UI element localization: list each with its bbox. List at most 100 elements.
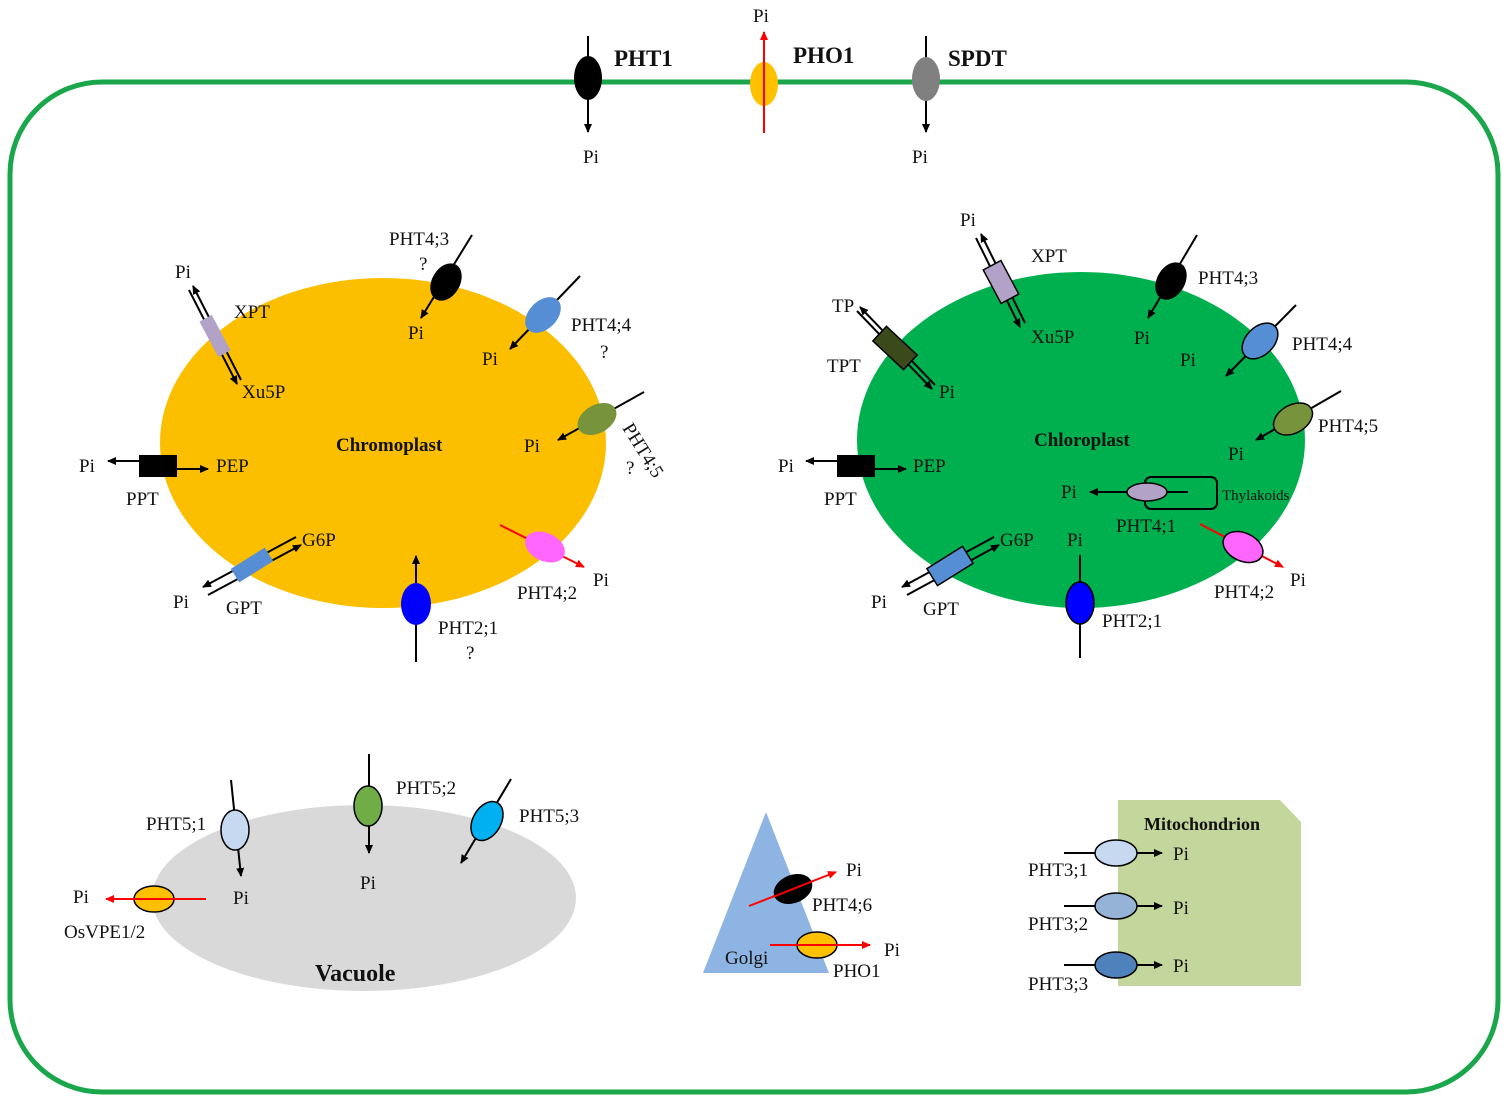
pht4-5-label: PHT4;5: [1318, 416, 1378, 437]
golgi-label: Golgi: [725, 948, 768, 969]
pi-label: Pi: [960, 210, 976, 231]
mitochondrion: Mitochondrion Pi PHT3;1 Pi PHT3;2 Pi PHT…: [1028, 800, 1301, 995]
chromoplast: Chromoplast PHT4;3 ? Pi PHT4;4 ? Pi PHT4…: [79, 229, 667, 664]
pi-label: Pi: [593, 570, 609, 591]
chromo-xpt: Pi XPT Xu5P: [175, 262, 285, 403]
pht4-6-label: PHT4;6: [812, 895, 872, 916]
mito-pht3-2: Pi PHT3;2: [1028, 892, 1189, 935]
pi-label: Pi: [846, 860, 862, 881]
pi-label: Pi: [524, 436, 540, 457]
question-mark: ?: [466, 643, 474, 664]
chromoplast-label: Chromoplast: [336, 435, 443, 456]
pi-label: Pi: [1067, 530, 1083, 551]
pi-label: Pi: [1173, 898, 1189, 919]
pi-label: Pi: [1228, 444, 1244, 465]
pi-label: Pi: [79, 456, 95, 477]
pht4-1-label: PHT4;1: [1116, 516, 1176, 537]
chloro-thylakoid-pht4-1: Pi Thylakoids PHT4;1: [1061, 476, 1290, 537]
chloro-pht4-3: PHT4;3 Pi: [1134, 234, 1258, 349]
pht3-3-label: PHT3;3: [1028, 974, 1088, 995]
vacuole: Vacuole PHT5;1 Pi PHT5;2 Pi PHT5;3 Pi: [64, 754, 579, 991]
pi-label: Pi: [1061, 482, 1077, 503]
pht5-3-label: PHT5;3: [519, 806, 579, 827]
pi-label: Pi: [175, 262, 191, 283]
tp-label: TP: [832, 296, 854, 317]
mitochondrion-label: Mitochondrion: [1144, 814, 1260, 834]
pi-label: Pi: [884, 940, 900, 961]
question-mark: ?: [626, 458, 634, 479]
pi-label: Pi: [871, 592, 887, 613]
pi-label: Pi: [1173, 844, 1189, 865]
ppt-label: PPT: [824, 489, 857, 510]
gpt-label: GPT: [226, 598, 262, 619]
vacuole-osvpe: Pi OsVPE1/2: [64, 885, 206, 943]
pi-label: Pi: [753, 6, 769, 27]
chromo-ppt: Pi PEP PPT: [79, 455, 249, 510]
pi-label: Pi: [939, 382, 955, 403]
chloro-pht4-5: PHT4;5 Pi: [1228, 390, 1378, 465]
golgi-pht4-6: Pi PHT4;6: [748, 860, 872, 916]
pho1-label: PHO1: [793, 43, 854, 68]
pht1-transporter: Pi PHT1: [574, 36, 673, 168]
pi-label: Pi: [1173, 956, 1189, 977]
vacuole-pht5-3: PHT5;3: [460, 778, 579, 864]
chromo-pht4-3: PHT4;3 ? Pi: [389, 229, 473, 344]
chromo-pht2-1: PHT2;1 ?: [401, 555, 498, 664]
pi-label: Pi: [233, 888, 249, 909]
g6p-label: G6P: [302, 530, 336, 551]
pht1-label: PHT1: [614, 46, 673, 71]
pht4-2-label: PHT4;2: [517, 583, 577, 604]
chloro-tpt: TP TPT Pi: [827, 296, 955, 403]
chloro-pht4-4: PHT4;4 Pi: [1180, 304, 1353, 377]
xpt-label: XPT: [234, 302, 270, 323]
chloro-pht2-1: Pi PHT2;1: [1065, 530, 1162, 658]
pht5-2-label: PHT5;2: [396, 778, 456, 799]
xpt-label: XPT: [1031, 246, 1067, 267]
pht2-1-label: PHT2;1: [1102, 611, 1162, 632]
pi-label: Pi: [360, 873, 376, 894]
tpt-label: TPT: [827, 356, 861, 377]
pi-label: Pi: [912, 147, 928, 168]
pht3-1-label: PHT3;1: [1028, 860, 1088, 881]
pht4-3-label: PHT4;3: [389, 229, 449, 250]
pep-label: PEP: [216, 456, 249, 477]
pho1-transporter: Pi PHO1: [750, 6, 854, 133]
pht2-1-label: PHT2;1: [438, 618, 498, 639]
chloro-gpt: G6P Pi GPT: [871, 530, 1034, 620]
vacuole-pht5-1: PHT5;1 Pi: [146, 779, 250, 909]
pi-label: Pi: [73, 887, 89, 908]
pep-label: PEP: [913, 456, 946, 477]
pi-label: Pi: [1290, 570, 1306, 591]
mito-pht3-1: Pi PHT3;1: [1028, 839, 1189, 881]
spdt-label: SPDT: [948, 46, 1007, 71]
xu5p-label: Xu5P: [1031, 327, 1074, 348]
pho1-golgi-label: PHO1: [833, 961, 881, 982]
g6p-label: G6P: [1000, 530, 1034, 551]
chromo-gpt: G6P Pi GPT: [173, 530, 336, 619]
vacuole-label: Vacuole: [315, 961, 396, 987]
vacuole-pht5-2: PHT5;2 Pi: [353, 754, 456, 894]
golgi-pho1: Pi PHO1: [770, 931, 900, 982]
pi-label: Pi: [1134, 328, 1150, 349]
mito-pht3-3: Pi PHT3;3: [1028, 951, 1189, 995]
pht4-3-label: PHT4;3: [1198, 268, 1258, 289]
pi-label: Pi: [778, 456, 794, 477]
pi-label: Pi: [482, 349, 498, 370]
chloro-xpt: Pi XPT Xu5P: [960, 210, 1074, 348]
question-mark: ?: [600, 342, 608, 363]
pht4-2-label: PHT4;2: [1214, 582, 1274, 603]
xu5p-label: Xu5P: [242, 382, 285, 403]
osvpe-label: OsVPE1/2: [64, 922, 145, 943]
pi-label: Pi: [583, 147, 599, 168]
chromo-pht4-4: PHT4;4 ? Pi: [482, 275, 632, 370]
ppt-label: PPT: [126, 489, 159, 510]
pi-label: Pi: [408, 323, 424, 344]
chloroplast-label: Chloroplast: [1034, 430, 1130, 451]
spdt-transporter: Pi SPDT: [912, 36, 1007, 168]
pht4-4-label: PHT4;4: [571, 315, 632, 336]
gpt-label: GPT: [923, 599, 959, 620]
chromo-pht4-2: PHT4;2 Pi: [499, 524, 609, 604]
chloroplast: Chloroplast Pi XPT Xu5P TP TPT Pi PHT4;3…: [778, 210, 1378, 658]
golgi: Golgi Pi PHT4;6 Pi PHO1: [703, 812, 900, 982]
